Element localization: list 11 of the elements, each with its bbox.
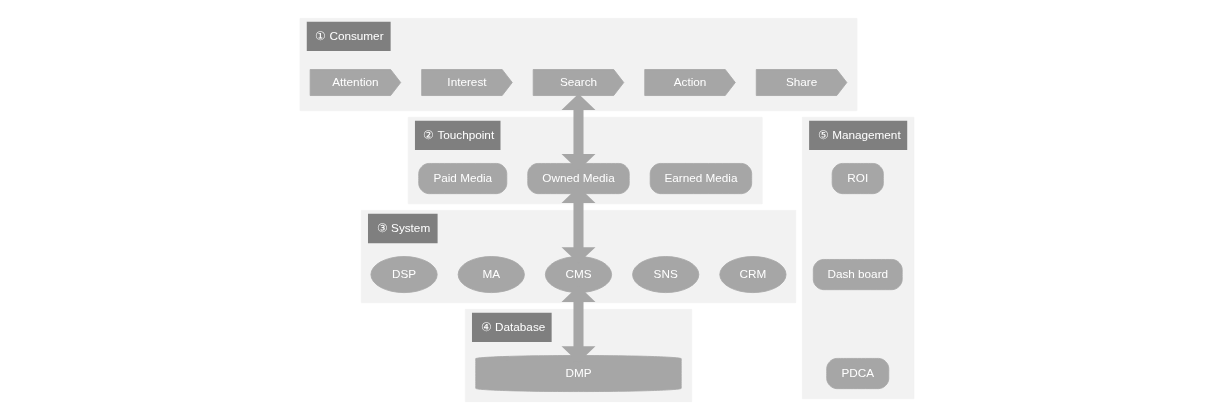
node-box: Paid Media <box>417 163 507 195</box>
node-box: Earned Media <box>649 163 752 195</box>
node-box: PDCA <box>825 358 889 390</box>
node-ellipse: DSP <box>370 256 438 294</box>
node-box: ROI <box>831 163 884 195</box>
node-ellipse: CMS <box>544 256 612 294</box>
node-box: Owned Media <box>526 163 630 195</box>
node-ellipse: CRM <box>718 256 786 294</box>
node-ellipse: SNS <box>631 256 699 294</box>
node-box: Dash board <box>812 259 903 291</box>
node-ellipse: MA <box>457 256 525 294</box>
